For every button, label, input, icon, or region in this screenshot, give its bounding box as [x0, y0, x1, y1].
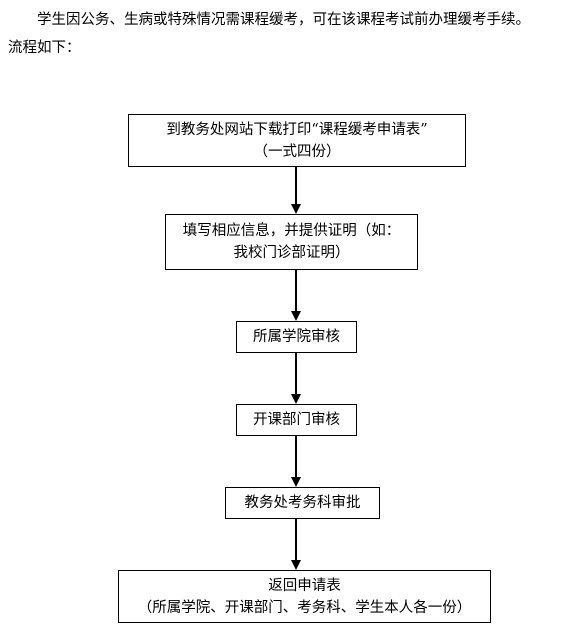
step-exam-office-approval: 教务处考务科审批 — [225, 487, 380, 519]
intro-line-2: 流程如下： — [8, 40, 81, 56]
step-dept-review-label: 开课部门审核 — [253, 412, 340, 428]
intro-line-1: 学生因公务、生病或特殊情况需课程缓考，可在该课程考试前办理缓考手续。 — [37, 12, 530, 28]
step-download-form-line2: （一式四份） — [253, 143, 341, 160]
step-college-review-label: 所属学院审核 — [253, 329, 340, 345]
step-fill-info-line2: 我校门诊部证明） — [233, 245, 350, 261]
step-download-form: 到教务处网站下载打印“课程缓考申请表” （一式四份） — [128, 114, 466, 167]
step-dept-review: 开课部门审核 — [236, 404, 357, 436]
step-fill-info-line1: 填写相应信息，并提供证明（如： — [182, 223, 401, 239]
step-fill-info: 填写相应信息，并提供证明（如： 我校门诊部证明） — [165, 214, 418, 270]
step-return-form: 返回申请表 （所属学院、开课部门、考务科、学生本人各一份） — [118, 570, 491, 623]
step-download-form-line1: 到教务处网站下载打印“课程缓考申请表” — [166, 121, 428, 138]
step-college-review: 所属学院审核 — [236, 321, 357, 353]
step-exam-office-approval-label: 教务处考务科审批 — [244, 495, 361, 511]
step-return-form-line2: （所属学院、开课部门、考务科、学生本人各一份） — [137, 599, 472, 616]
intro-paragraph: 学生因公务、生病或特殊情况需课程缓考，可在该课程考试前办理缓考手续。 流程如下： — [8, 6, 568, 62]
step-return-form-line1: 返回申请表 — [268, 577, 341, 594]
